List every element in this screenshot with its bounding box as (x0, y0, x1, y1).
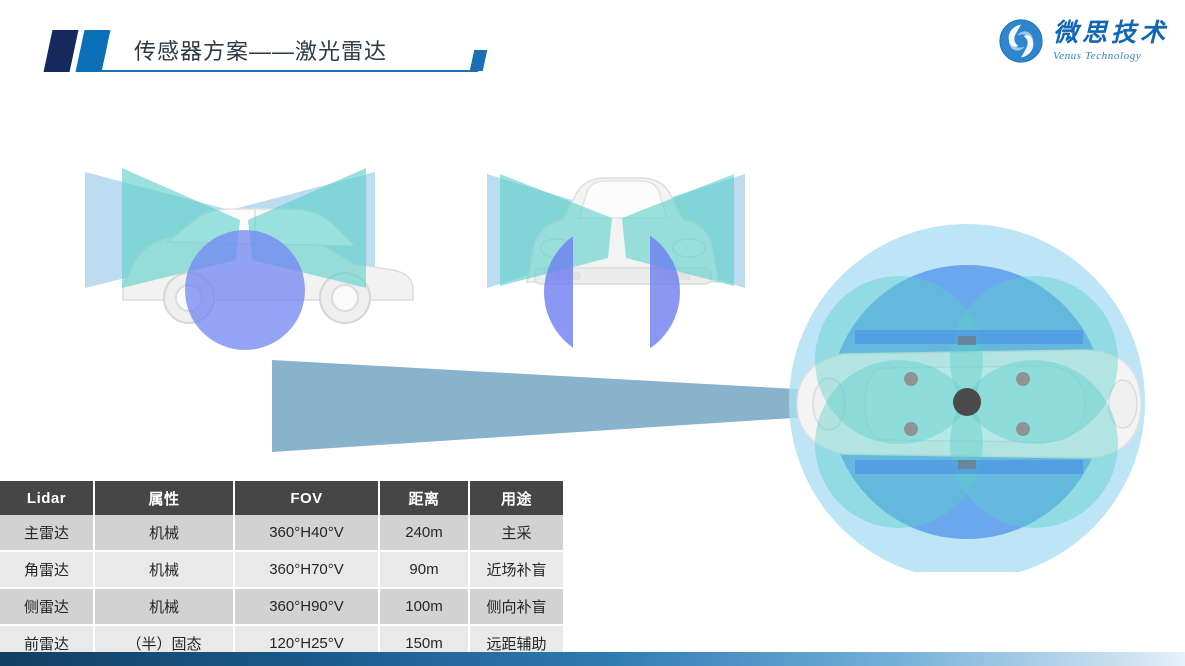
logo-chinese-name: 微思技术 (1052, 19, 1169, 47)
column-header-fov: FOV (234, 481, 380, 515)
cell-lidar: 主雷达 (0, 515, 95, 552)
header-accent-bar-blue (75, 30, 111, 72)
main-lidar-marker (953, 388, 981, 416)
footer-gradient-bar (0, 652, 1185, 666)
corner-sensor-marker (1016, 372, 1030, 386)
column-header-range: 距离 (379, 481, 470, 515)
table-row: 侧雷达 机械 360°H90°V 100m 侧向补盲 (0, 588, 563, 626)
cell-attribute: 机械 (94, 515, 235, 552)
table-row: 角雷达 机械 360°H70°V 90m 近场补盲 (0, 551, 563, 589)
cell-fov: 360°H70°V (234, 551, 380, 589)
cell-use: 近场补盲 (469, 551, 563, 589)
header-accent-bar-dark (43, 30, 79, 72)
logo-english-name: Venus Technology (1052, 49, 1142, 62)
cell-range: 90m (379, 551, 470, 589)
corner-sensor-marker (904, 372, 918, 386)
logo-wordmark: 微思技术 Venus Technology (1053, 21, 1169, 62)
lidar-coverage-diagram (0, 92, 1185, 572)
front-lidar-long-range-beam (272, 360, 960, 452)
cell-lidar: 角雷达 (0, 551, 95, 589)
lidar-spec-table: Lidar 属性 FOV 距离 用途 主雷达 机械 360°H40°V 240m… (0, 481, 563, 663)
header-underline (98, 70, 478, 72)
diagram-side-view (85, 168, 414, 350)
corner-sensor-marker (904, 422, 918, 436)
slide-header: 传感器方案——激光雷达 (0, 0, 1185, 92)
cell-fov: 360°H90°V (234, 588, 380, 626)
table-row: 主雷达 机械 360°H40°V 240m 主采 (0, 515, 563, 552)
diagram-top-view (789, 224, 1145, 572)
cell-use: 主采 (469, 515, 563, 552)
column-header-use: 用途 (469, 481, 563, 515)
cell-use: 侧向补盲 (469, 588, 563, 626)
page-title: 传感器方案——激光雷达 (134, 39, 388, 64)
corner-sensor-marker (1016, 422, 1030, 436)
cell-lidar: 侧雷达 (0, 588, 95, 626)
company-logo: 微思技术 Venus Technology (998, 12, 1169, 70)
cell-fov: 360°H40°V (234, 515, 380, 552)
cell-attribute: 机械 (94, 551, 235, 589)
header-accent-tick (469, 50, 488, 71)
cell-range: 240m (379, 515, 470, 552)
venus-swirl-logo-icon (999, 19, 1043, 63)
column-header-lidar: Lidar (0, 481, 95, 515)
cell-range: 100m (379, 588, 470, 626)
cell-attribute: 机械 (94, 588, 235, 626)
lidar-spec-table-wrapper: Lidar 属性 FOV 距离 用途 主雷达 机械 360°H40°V 240m… (0, 481, 563, 663)
diagram-front-view (487, 174, 745, 349)
column-header-attribute: 属性 (94, 481, 235, 515)
table-header-row: Lidar 属性 FOV 距离 用途 (0, 481, 563, 515)
front-sensor-marker (958, 336, 976, 345)
rear-sensor-marker (958, 460, 976, 469)
